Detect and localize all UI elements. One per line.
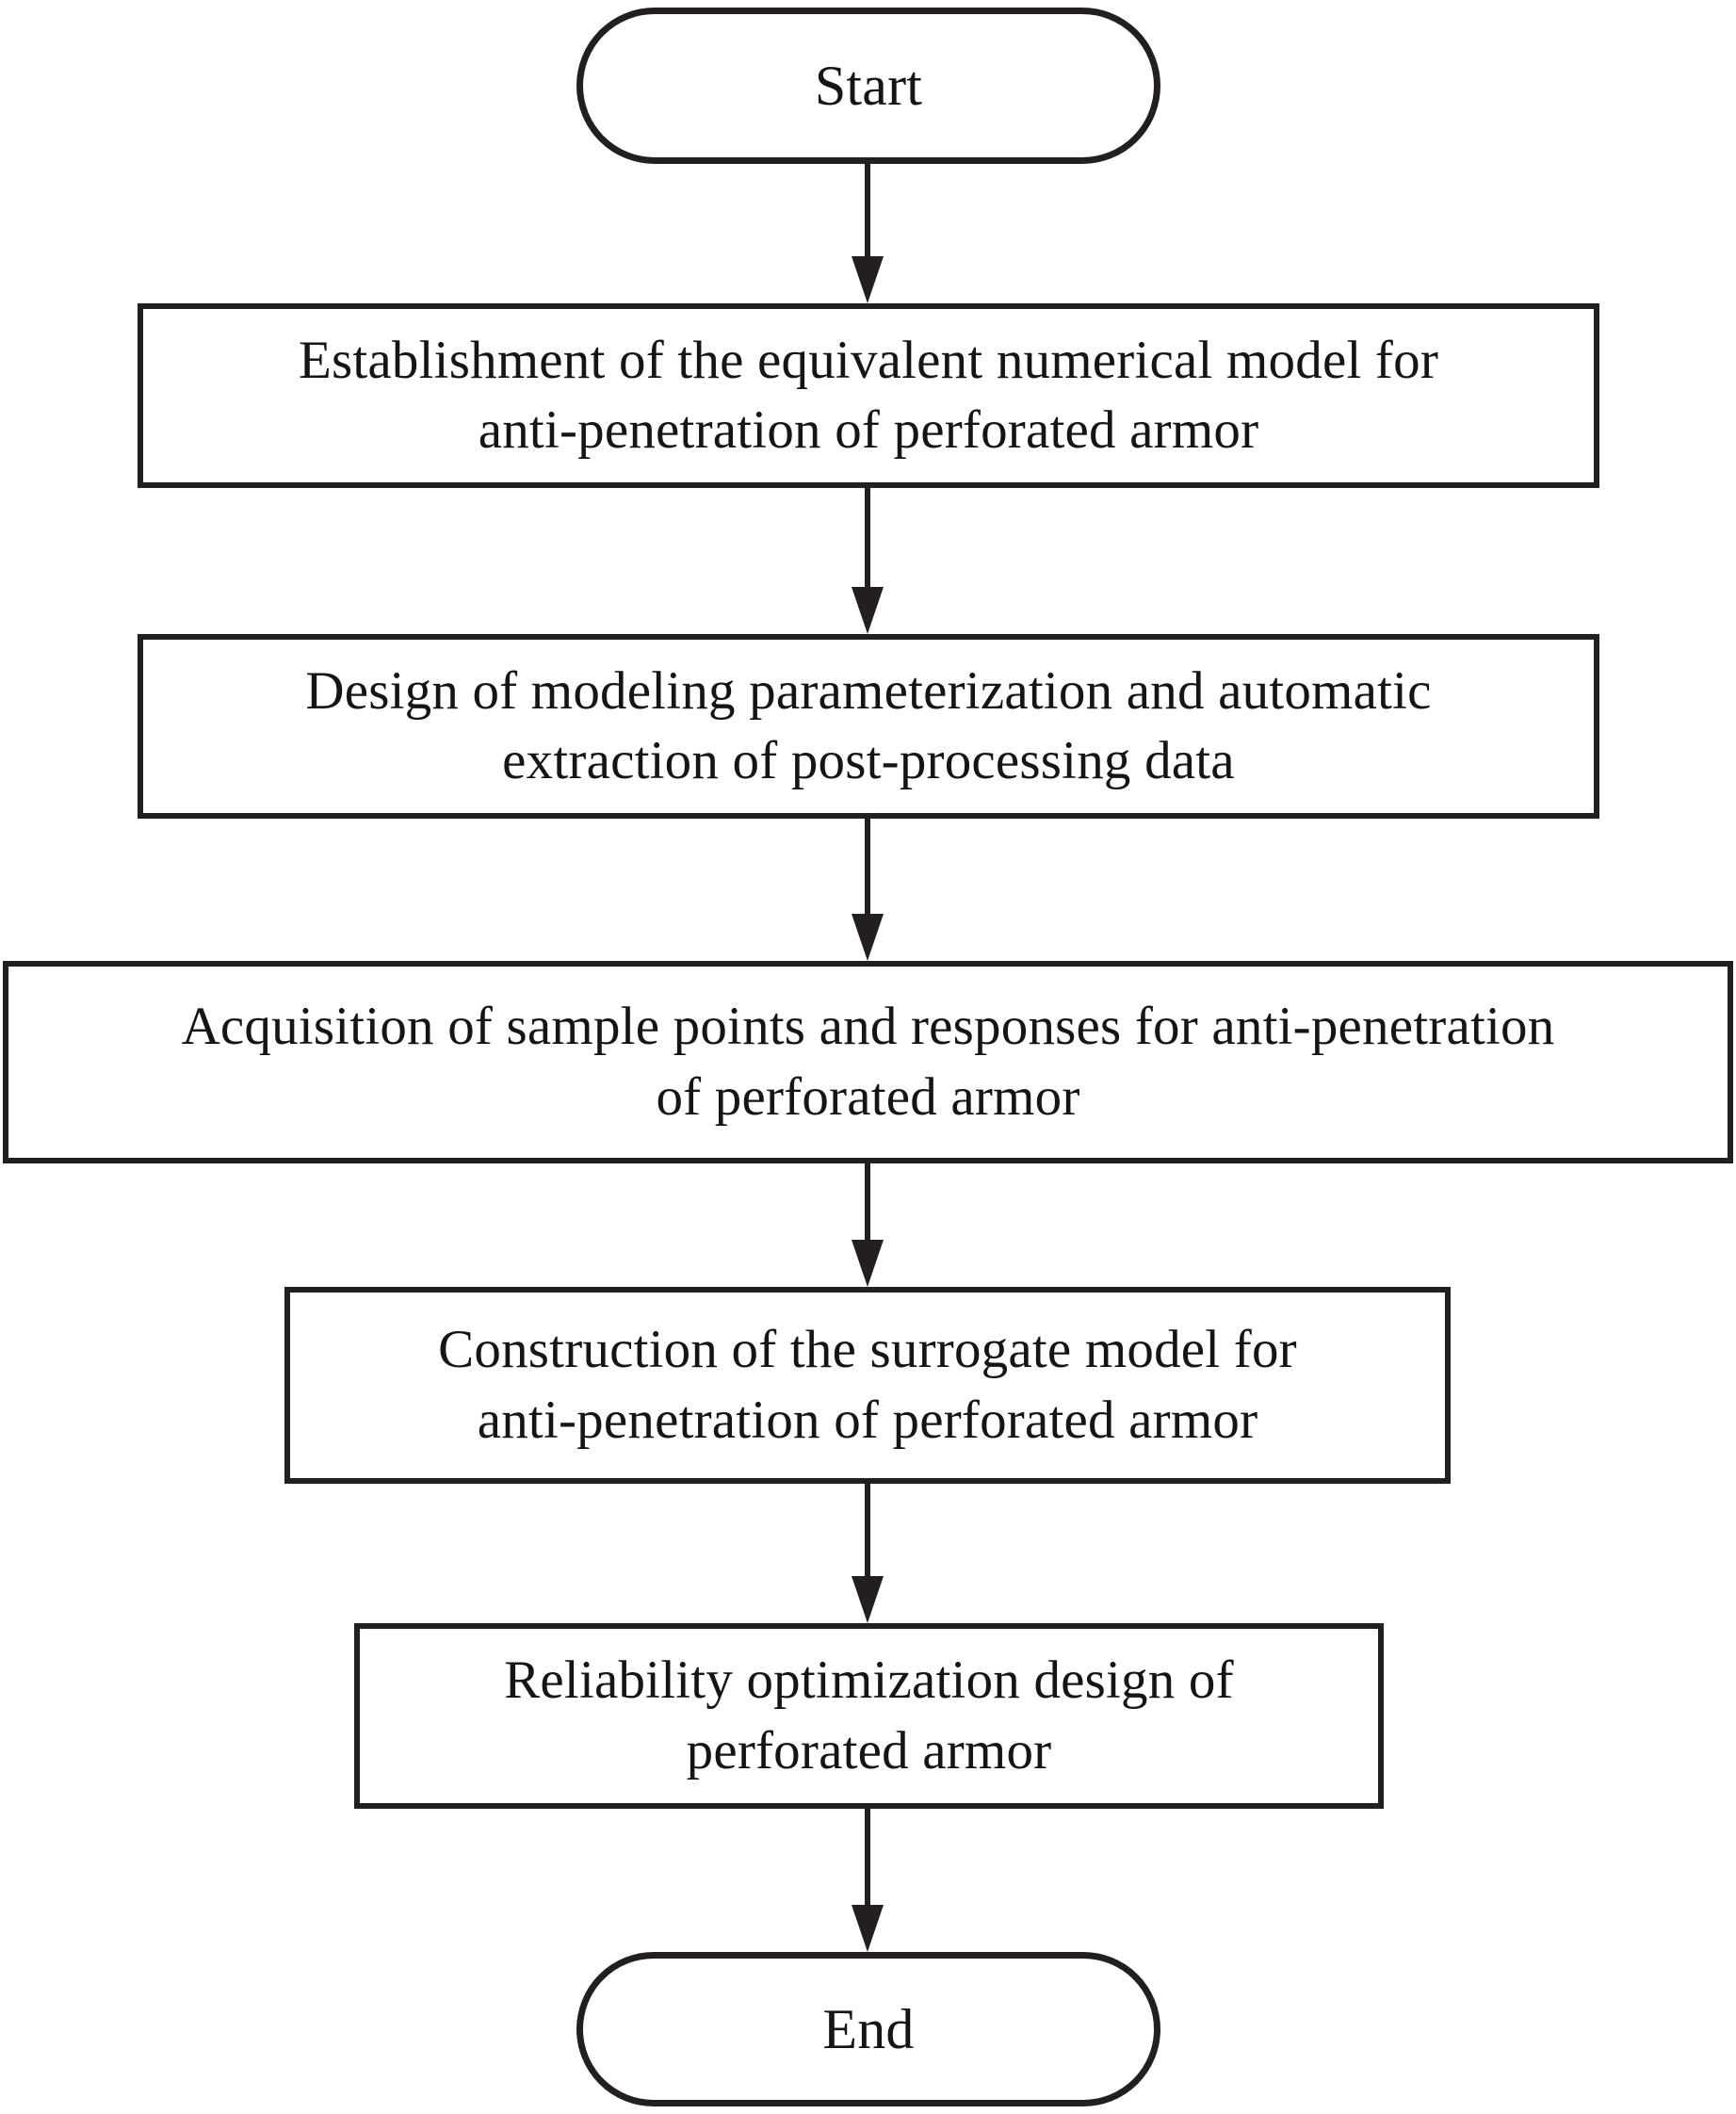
arrow-head-icon [852, 1240, 884, 1287]
flowchart-node-step5[interactable]: Reliability optimization design of perfo… [354, 1623, 1384, 1809]
node-label-step3: Acquisition of sample points and respons… [181, 997, 1555, 1127]
arrow-shaft [865, 819, 870, 914]
flowchart-node-step1[interactable]: Establishment of the equivalent numerica… [138, 303, 1599, 488]
flowchart-node-end[interactable]: End [576, 1952, 1160, 2106]
arrow-shaft [865, 1163, 870, 1240]
node-label-start: Start [814, 55, 923, 117]
arrow-head-icon [852, 914, 884, 961]
node-label-step1: Establishment of the equivalent numerica… [298, 330, 1438, 460]
flowchart-node-step4[interactable]: Construction of the surrogate model for … [284, 1287, 1451, 1484]
node-label-step2: Design of modeling parameterization and … [305, 660, 1432, 790]
flowchart-node-step2[interactable]: Design of modeling parameterization and … [138, 634, 1599, 819]
arrow-head-icon [852, 256, 884, 303]
arrow-shaft [865, 488, 870, 587]
flowchart-node-step3[interactable]: Acquisition of sample points and respons… [3, 961, 1733, 1163]
node-label-step5: Reliability optimization design of perfo… [504, 1651, 1234, 1781]
arrow-head-icon [852, 587, 884, 634]
node-label-end: End [822, 1998, 915, 2060]
arrow-head-icon [852, 1905, 884, 1952]
arrow-shaft [865, 1809, 870, 1905]
arrow-shaft [865, 164, 870, 256]
flowchart-node-start[interactable]: Start [576, 8, 1160, 164]
arrow-head-icon [852, 1576, 884, 1623]
node-label-step4: Construction of the surrogate model for … [438, 1320, 1297, 1450]
arrow-shaft [865, 1484, 870, 1576]
